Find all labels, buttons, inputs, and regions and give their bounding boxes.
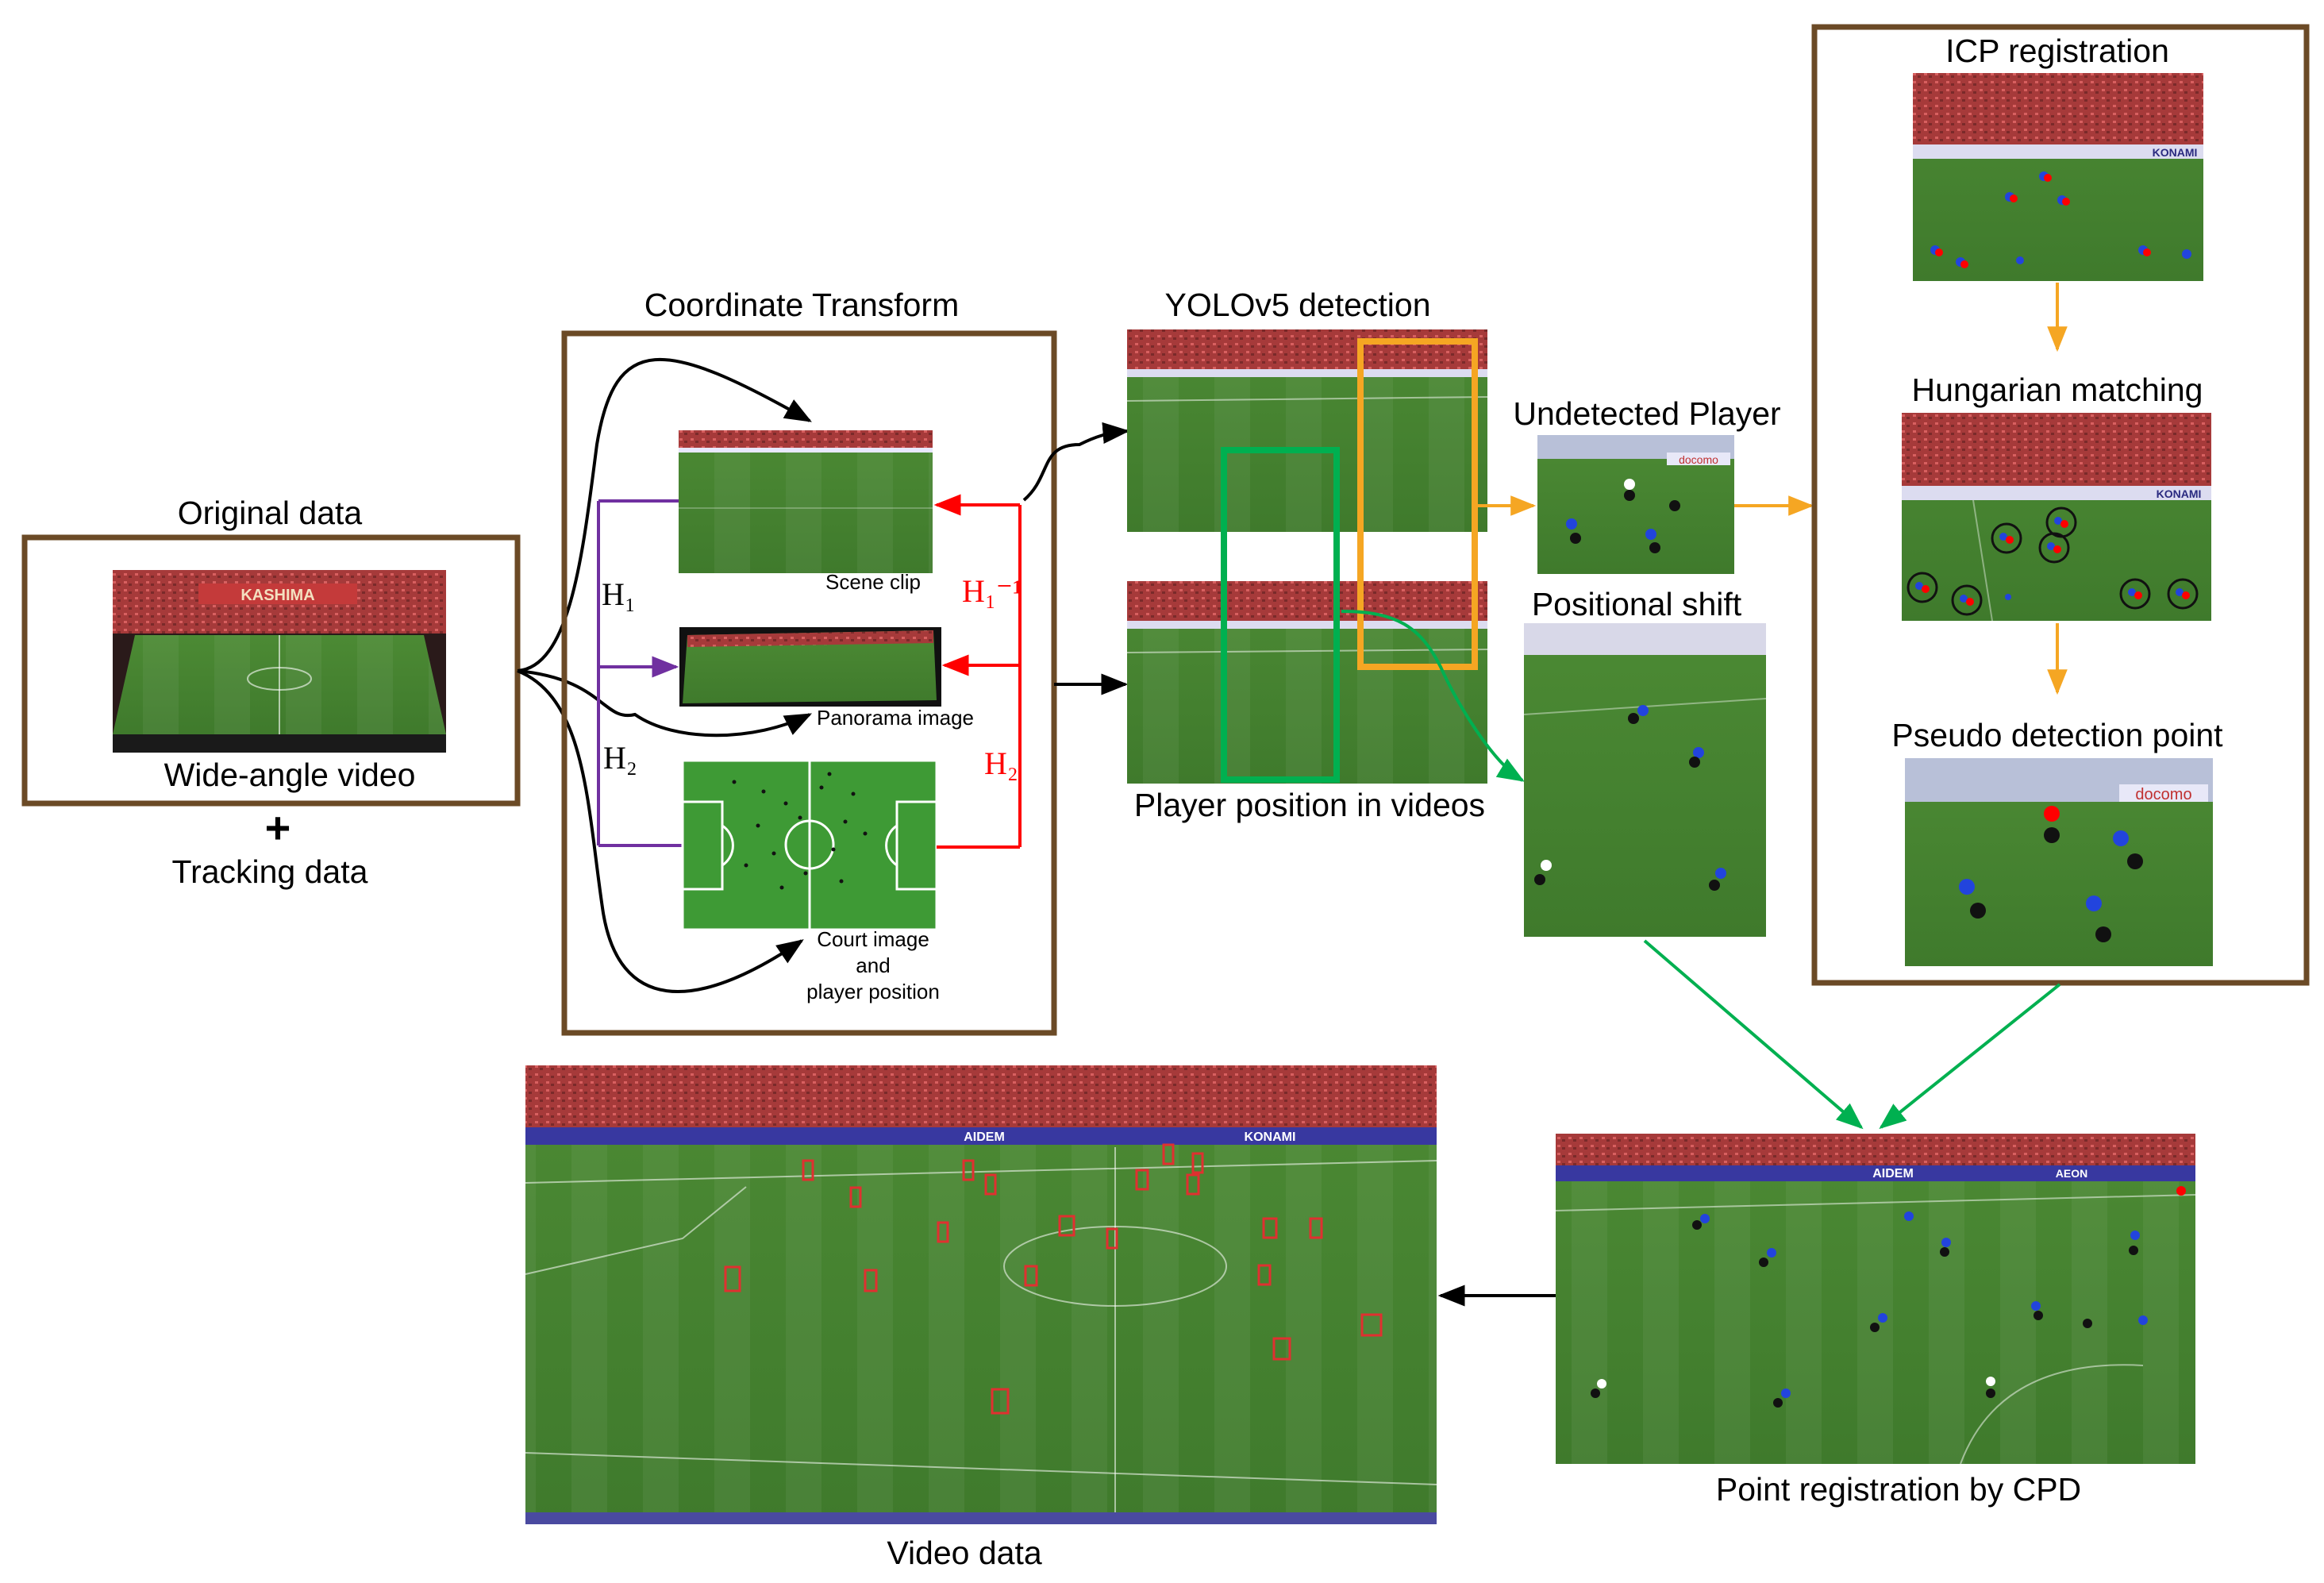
arrow-shift-to-cpd <box>1643 939 1864 1130</box>
registration-box <box>1811 24 2310 986</box>
detection-box <box>1186 1173 1200 1196</box>
detection-box <box>864 1269 878 1292</box>
detection-box <box>984 1173 997 1196</box>
detection-box <box>1024 1265 1038 1287</box>
panorama-image <box>679 627 941 707</box>
pseudo-detection-image: docomo <box>1905 758 2213 966</box>
court-image-label-3: player position <box>806 980 940 1003</box>
undetected-player-image: docomo <box>1537 435 1734 574</box>
panorama-image-label: Panorama image <box>817 706 974 730</box>
wide-angle-video-label: Wide-angle video <box>164 757 416 793</box>
detection-box <box>1309 1217 1323 1239</box>
arrow-original-to-panorama <box>517 669 813 738</box>
arrow-original-to-scene-clip <box>517 357 812 672</box>
yolo-detection-title: YOLOv5 detection <box>1164 287 1430 323</box>
detection-box <box>1191 1152 1204 1174</box>
icp-registration-image: KONAMI <box>1913 73 2203 281</box>
undetected-player-title: Undetected Player <box>1513 395 1780 432</box>
arrow-scene-to-yolo <box>1022 422 1130 502</box>
h2-label-left: H₂ <box>603 740 637 776</box>
court-image-label-1: Court image <box>817 927 929 951</box>
detection-box <box>1106 1227 1118 1250</box>
docomo-ad-pseudo: docomo <box>2135 786 2191 803</box>
scene-clip-label: Scene clip <box>825 570 921 594</box>
coordinate-transform-title: Coordinate Transform <box>644 287 960 323</box>
detection-box <box>937 1221 949 1243</box>
wide-angle-video-image: KASHIMA <box>113 570 446 753</box>
cpd-registration-image: AIDEM AEON <box>1555 1134 2196 1465</box>
konami-ad-icp: KONAMI <box>2153 146 2198 159</box>
court-image-label-2: and <box>856 953 890 977</box>
detection-box <box>991 1388 1010 1415</box>
konami-ad-hungarian: KONAMI <box>2157 487 2202 500</box>
aidem-ad-video: AIDEM <box>964 1130 1005 1144</box>
konami-ad-video: KONAMI <box>1245 1130 1296 1144</box>
aidem-ad-cpd: AIDEM <box>1872 1167 1914 1181</box>
positional-shift-title: Positional shift <box>1532 586 1742 622</box>
detection-boxes <box>724 1143 1383 1415</box>
detection-box <box>1058 1215 1075 1237</box>
h1-label: H₁ <box>602 576 636 612</box>
detection-box <box>1360 1313 1383 1337</box>
video-data-image: AIDEM KONAMI <box>525 1065 1437 1524</box>
h2-label-right: H₂ <box>984 745 1018 781</box>
h1-inverse-label: H₁⁻¹ <box>962 573 1022 609</box>
docomo-ad: docomo <box>1679 453 1718 466</box>
detection-box <box>1257 1264 1272 1286</box>
arrow-to-positional-shift <box>1341 610 1525 782</box>
detection-box <box>1162 1143 1175 1165</box>
h-bracket-red <box>933 494 1022 849</box>
aeon-ad-cpd: AEON <box>2056 1167 2087 1180</box>
original-data-title: Original data <box>178 495 363 531</box>
detection-box <box>1272 1337 1291 1361</box>
scene-clip-image <box>679 430 933 573</box>
player-position-image <box>1126 581 1488 784</box>
court-image <box>681 759 938 931</box>
hungarian-matching-image: KONAMI <box>1902 413 2211 622</box>
detection-box <box>849 1186 862 1208</box>
positional-shift-image <box>1523 623 1767 937</box>
arrow-registration-to-cpd <box>1879 983 2061 1130</box>
detection-box <box>962 1159 975 1181</box>
tracking-data-label: Tracking data <box>172 853 368 890</box>
plus-sign: + <box>265 803 291 853</box>
icp-registration-title: ICP registration <box>1945 33 2169 69</box>
cpd-registration-label: Point registration by CPD <box>1716 1471 2081 1508</box>
positional-shift-highlight-box <box>1221 447 1340 783</box>
hungarian-matching-title: Hungarian matching <box>1912 372 2203 408</box>
detection-box <box>1135 1169 1149 1191</box>
detection-box <box>724 1265 741 1292</box>
detection-box <box>802 1159 814 1181</box>
detection-box <box>1262 1217 1278 1239</box>
player-position-label: Player position in videos <box>1134 787 1485 823</box>
video-data-label: Video data <box>887 1535 1042 1571</box>
stadium-name: KASHIMA <box>240 587 314 604</box>
pseudo-detection-title: Pseudo detection point <box>1891 717 2223 753</box>
h-bracket-purple <box>597 499 683 847</box>
yolo-detection-image <box>1126 329 1488 532</box>
